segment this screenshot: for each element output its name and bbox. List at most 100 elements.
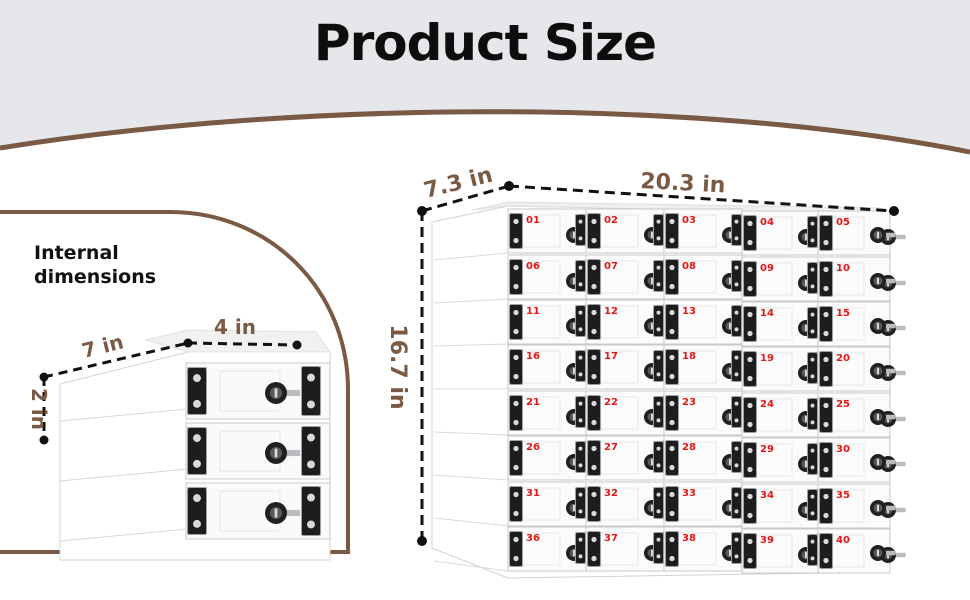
hinge-icon: [187, 427, 207, 475]
door-number: 05: [836, 217, 850, 228]
door-number: 07: [604, 261, 618, 272]
hinge-icon: [653, 305, 664, 337]
hinge-icon: [743, 397, 757, 433]
hinge-icon: [807, 216, 818, 248]
door-number: 21: [526, 397, 540, 408]
locker-door: 19: [741, 346, 824, 392]
hinge-icon: [653, 396, 664, 428]
door-number: 37: [604, 533, 618, 544]
hinge-icon: [665, 440, 679, 476]
door-number: 15: [836, 308, 850, 319]
locker-latch: [731, 532, 742, 564]
locker-door: 29: [741, 437, 824, 483]
hinge-icon: [807, 489, 818, 521]
hinge-icon: [509, 395, 523, 431]
locker-door: 12: [585, 299, 670, 345]
hinge-icon: [653, 487, 664, 519]
door-number: 18: [682, 351, 696, 362]
door-number: 06: [526, 261, 540, 272]
locker-latch: [575, 214, 586, 246]
locker-latch: [807, 352, 818, 384]
locker-door: 21: [507, 390, 592, 436]
locker-door: 23: [663, 390, 748, 436]
door-number: 17: [604, 351, 618, 362]
lock-icon: [870, 273, 896, 289]
hinge-icon: [731, 214, 742, 246]
locker-door: 26: [507, 435, 592, 481]
door-number: 16: [526, 351, 540, 362]
header-curve: [0, 109, 970, 155]
inset-drawer: [59, 422, 331, 482]
locker-latch: [807, 534, 818, 566]
hinge-icon: [509, 213, 523, 249]
locker-latch: [731, 305, 742, 337]
inset-width-label: 4 in: [214, 315, 256, 339]
cabinet-height-label: 16.7 in: [385, 324, 410, 409]
hinge-icon: [743, 215, 757, 251]
hinge-icon: [807, 534, 818, 566]
locker-latch: [653, 532, 664, 564]
door-number: 22: [604, 397, 618, 408]
hinge-icon: [819, 488, 833, 524]
hinge-icon: [653, 532, 664, 564]
locker-latch: [653, 350, 664, 382]
lock-icon: [265, 502, 301, 524]
locker-latch: [807, 307, 818, 339]
inset-drawer: [59, 362, 331, 422]
hinge-icon: [665, 259, 679, 295]
page-title: Product Size: [313, 14, 657, 72]
hinge-icon: [653, 350, 664, 382]
hinge-icon: [587, 486, 601, 522]
hinge-icon: [819, 215, 833, 251]
hinge-icon: [575, 214, 586, 246]
inset-frame: [0, 210, 350, 554]
internal-dimensions-label: Internal dimensions: [34, 241, 156, 289]
door-number: 08: [682, 261, 696, 272]
hinge-icon: [807, 262, 818, 294]
door-number: 26: [526, 442, 540, 453]
hinge-icon: [807, 398, 818, 430]
lock-icon: [870, 545, 896, 561]
locker-door: 01: [507, 208, 592, 254]
hinge-icon: [509, 304, 523, 340]
door-number: 35: [836, 490, 850, 501]
hinge-icon: [731, 260, 742, 292]
locker-latch: [731, 214, 742, 246]
hinge-icon: [819, 351, 833, 387]
hinge-icon: [743, 442, 757, 478]
door-number: 24: [760, 399, 774, 410]
locker-latch: [575, 441, 586, 473]
hinge-icon: [587, 395, 601, 431]
hinge-icon: [807, 352, 818, 384]
door-number: 40: [836, 535, 850, 546]
locker-door: 16: [507, 344, 592, 390]
door-number: 20: [836, 353, 850, 364]
locker-latch: [807, 443, 818, 475]
lock-icon: [265, 442, 301, 464]
hinge-icon: [653, 441, 664, 473]
lock-icon: [870, 409, 896, 425]
hinge-icon: [743, 533, 757, 569]
cabinet-width-label: 20.3 in: [640, 169, 726, 198]
hinge-icon: [587, 531, 601, 567]
inset-height-label: 2 in: [27, 388, 51, 430]
locker-latch: [653, 214, 664, 246]
door-number: 13: [682, 306, 696, 317]
door-number: 01: [526, 215, 540, 226]
locker-door: 10: [817, 256, 906, 302]
door-number: 36: [526, 533, 540, 544]
hinge-icon: [653, 260, 664, 292]
hinge-icon: [587, 440, 601, 476]
locker-latch: [575, 305, 586, 337]
hinge-icon: [575, 260, 586, 292]
hinge-icon: [575, 532, 586, 564]
hinge-icon: [731, 350, 742, 382]
door-number: 09: [760, 263, 774, 274]
locker-door: 08: [663, 254, 748, 300]
door-number: 12: [604, 306, 618, 317]
lock-icon: [870, 454, 896, 470]
locker-door: 28: [663, 435, 748, 481]
hinge-icon: [187, 367, 207, 415]
